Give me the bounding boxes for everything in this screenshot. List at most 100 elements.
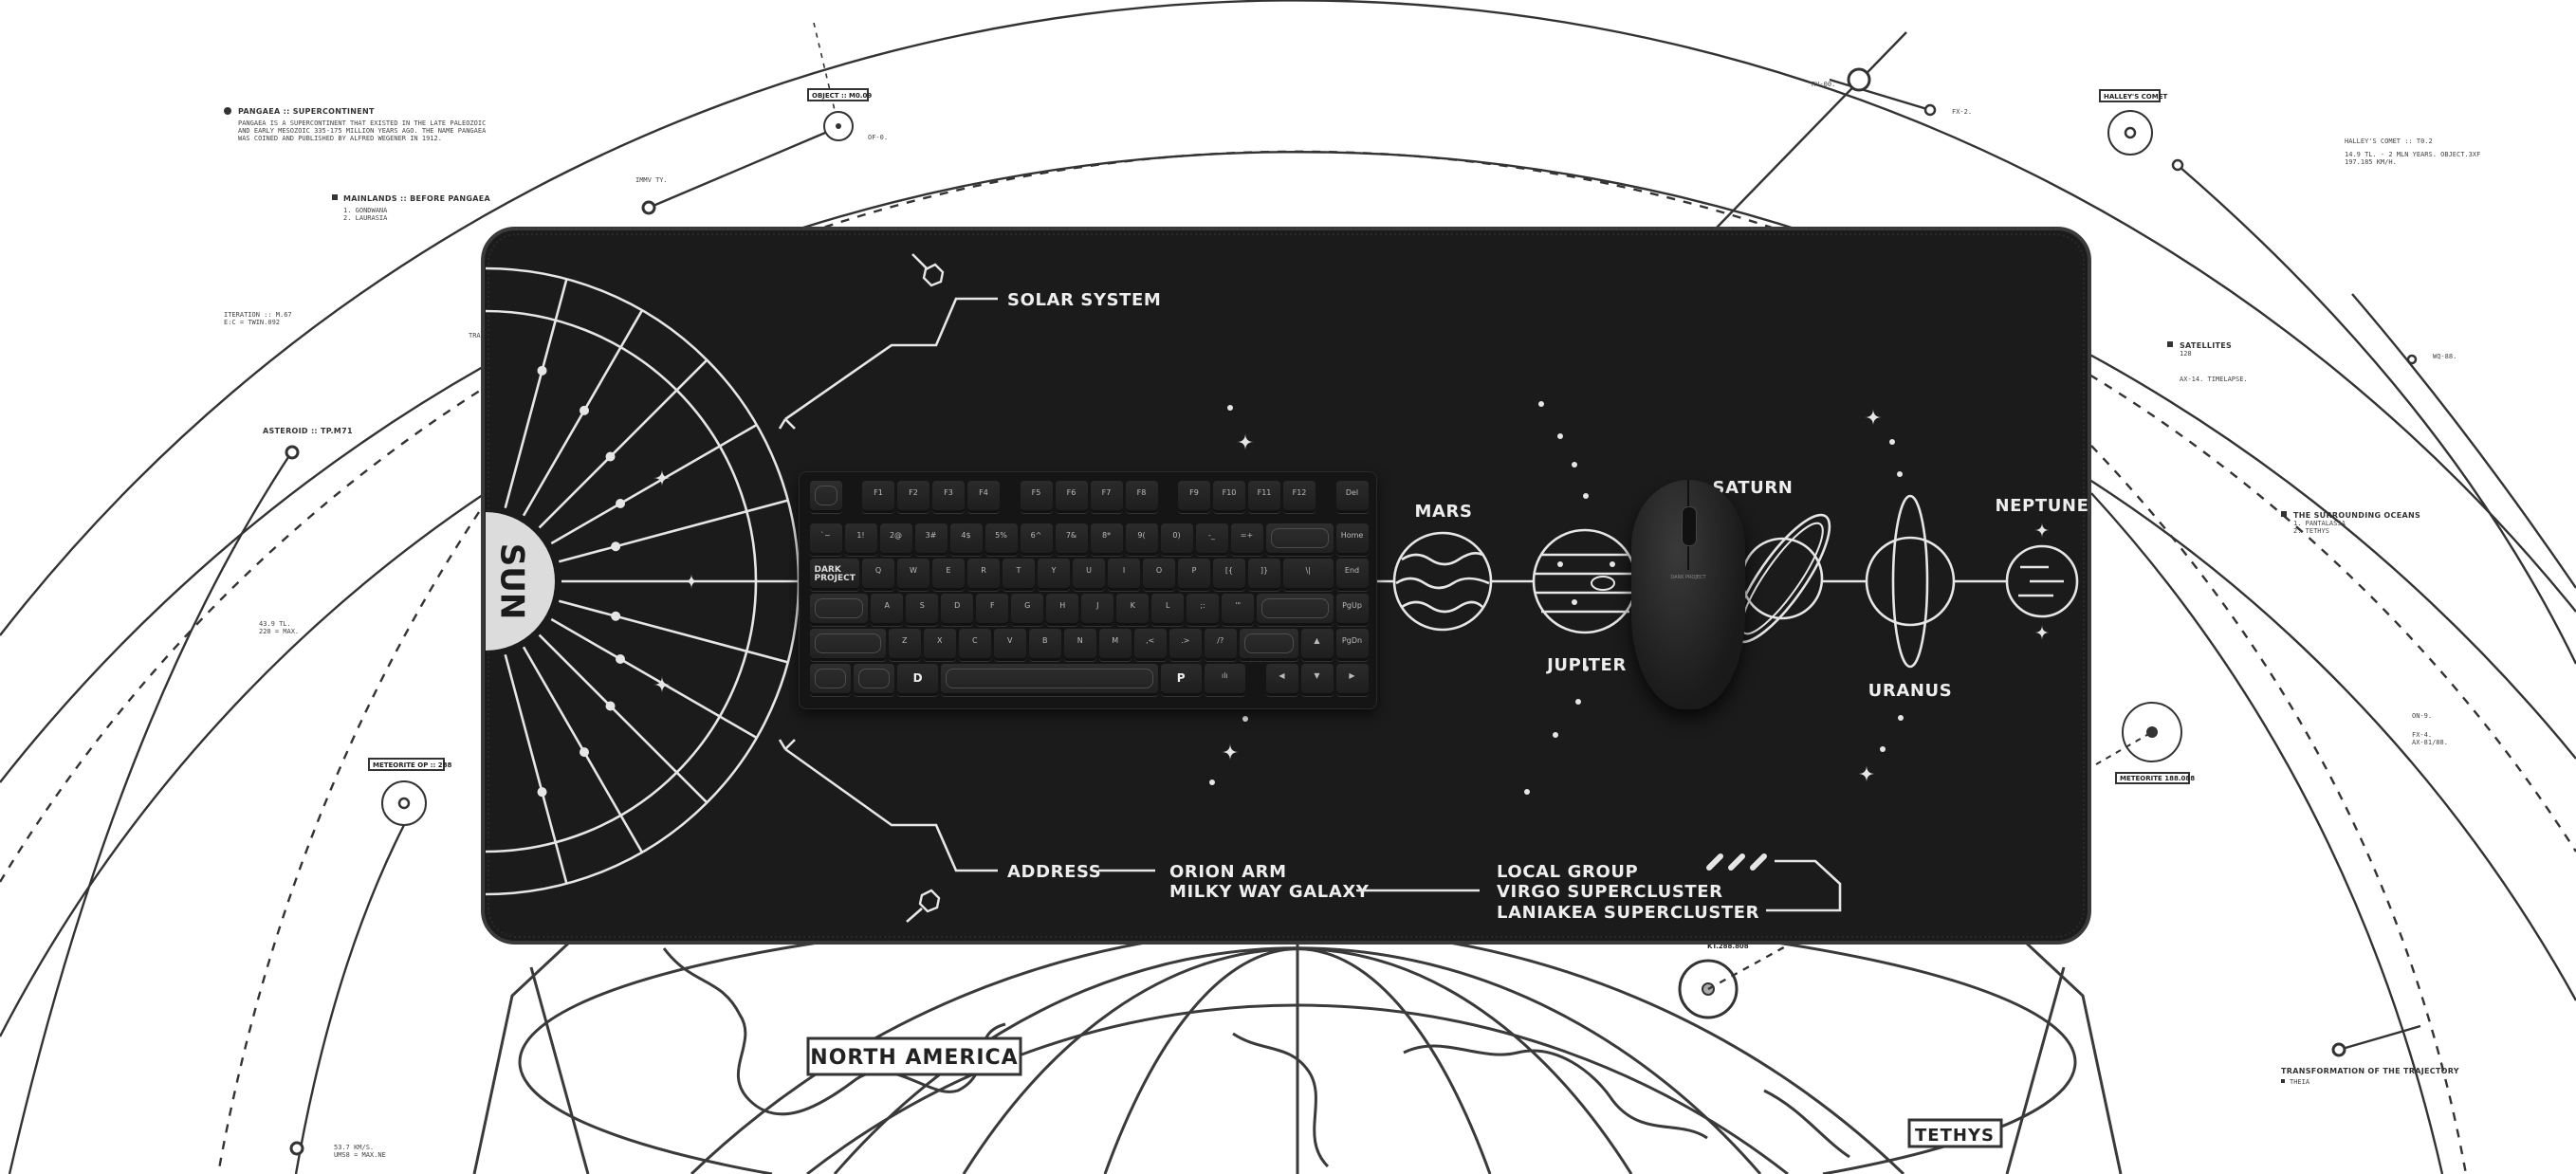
ray-dot	[580, 405, 589, 415]
sun-ray	[550, 423, 758, 545]
key-p[interactable]: P	[1160, 664, 1202, 696]
key-l[interactable]: L	[1151, 594, 1185, 626]
key-f2[interactable]: F2	[897, 481, 929, 513]
scroll-wheel[interactable]	[1682, 506, 1697, 546]
key-5[interactable]: 5%	[984, 523, 1018, 556]
key-darkproject[interactable]: DARK PROJECT	[809, 559, 859, 591]
iteration-label: ITERATION :: M.67	[224, 311, 292, 319]
key-j[interactable]: J	[1081, 594, 1114, 626]
key-f12[interactable]: F12	[1283, 481, 1316, 513]
key-3[interactable]: 3#	[914, 523, 948, 556]
key[interactable]: ]}	[1248, 559, 1280, 591]
key-pgup[interactable]: PgUp	[1335, 594, 1369, 626]
key-o[interactable]: O	[1143, 559, 1175, 591]
key[interactable]: ▶	[1335, 664, 1369, 696]
key-f[interactable]: F	[976, 594, 1009, 626]
key-f10[interactable]: F10	[1213, 481, 1245, 513]
key-l[interactable]: ılı	[1204, 664, 1245, 696]
key-home[interactable]: Home	[1335, 523, 1369, 556]
key[interactable]: =+	[1230, 523, 1263, 556]
key-end[interactable]: End	[1335, 559, 1369, 591]
kms-label: 53.7 KM/S.	[334, 1144, 374, 1151]
key-i[interactable]: I	[1108, 559, 1140, 591]
key[interactable]: .>	[1168, 629, 1202, 661]
key-f8[interactable]: F8	[1125, 481, 1158, 513]
key[interactable]: ;:	[1187, 594, 1220, 626]
key-6[interactable]: 6^	[1020, 523, 1053, 556]
key-n[interactable]: N	[1063, 629, 1096, 661]
key-t[interactable]: T	[1003, 559, 1035, 591]
key-d[interactable]: D	[941, 594, 974, 626]
meteorite-icon	[2122, 702, 2182, 762]
key-s[interactable]: S	[906, 594, 939, 626]
key[interactable]	[809, 629, 886, 661]
key-f1[interactable]: F1	[862, 481, 894, 513]
key-f3[interactable]: F3	[932, 481, 965, 513]
key[interactable]	[1257, 594, 1334, 626]
key-1[interactable]: 1!	[844, 523, 877, 556]
key-b[interactable]: B	[1028, 629, 1061, 661]
key-x[interactable]: X	[923, 629, 956, 661]
key-8[interactable]: 8*	[1090, 523, 1123, 556]
key[interactable]	[941, 664, 1158, 696]
key-e[interactable]: E	[932, 559, 965, 591]
key-r[interactable]: R	[967, 559, 1000, 591]
key[interactable]: [{	[1213, 559, 1245, 591]
pangaea-title: PANGAEA :: SUPERCONTINENT	[238, 107, 375, 116]
key[interactable]	[809, 594, 869, 626]
key-f7[interactable]: F7	[1090, 481, 1123, 513]
key-del[interactable]: Del	[1335, 481, 1369, 513]
key-f5[interactable]: F5	[1020, 481, 1053, 513]
key[interactable]: `~	[809, 523, 842, 556]
node-icon	[641, 200, 656, 215]
traj-label: TRAJ	[469, 332, 485, 339]
kt-object-icon	[1678, 959, 1739, 1019]
key-q[interactable]: Q	[862, 559, 894, 591]
key-y[interactable]: Y	[1038, 559, 1070, 591]
key-m[interactable]: M	[1098, 629, 1132, 661]
key[interactable]	[1265, 523, 1334, 556]
key[interactable]: ▲	[1300, 629, 1334, 661]
key-v[interactable]: V	[993, 629, 1026, 661]
key-f6[interactable]: F6	[1055, 481, 1088, 513]
key[interactable]: \|	[1283, 559, 1334, 591]
key-2[interactable]: 2@	[879, 523, 912, 556]
key-z[interactable]: Z	[888, 629, 921, 661]
key[interactable]	[1239, 629, 1298, 661]
key[interactable]: /?	[1204, 629, 1237, 661]
key-f4[interactable]: F4	[967, 481, 1000, 513]
key-f11[interactable]: F11	[1248, 481, 1280, 513]
key[interactable]	[853, 664, 894, 696]
mouse[interactable]: DARK PROJECT	[1631, 480, 1745, 709]
laniakea-label: LANIAKEA SUPERCLUSTER	[1497, 903, 1759, 923]
key-w[interactable]: W	[897, 559, 929, 591]
key-f9[interactable]: F9	[1178, 481, 1210, 513]
mars-label: MARS	[1414, 502, 1472, 522]
key-7[interactable]: 7&	[1055, 523, 1088, 556]
key-pgdn[interactable]: PgDn	[1335, 629, 1369, 661]
key-4[interactable]: 4$	[949, 523, 983, 556]
key-u[interactable]: U	[1073, 559, 1105, 591]
key[interactable]	[809, 664, 851, 696]
planet-neptune	[2005, 544, 2079, 618]
key[interactable]: ,<	[1133, 629, 1167, 661]
key[interactable]	[809, 481, 842, 513]
key-0[interactable]: 0)	[1160, 523, 1193, 556]
sun-label: SUN	[493, 543, 531, 620]
key-k[interactable]: K	[1116, 594, 1150, 626]
star-icon	[1858, 765, 1875, 782]
key[interactable]: ◀	[1265, 664, 1298, 696]
jupiter-label: JUPITER	[1545, 655, 1627, 675]
pangaea-note: PANGAEA :: SUPERCONTINENT PANGAEA IS A S…	[224, 107, 490, 222]
key[interactable]: ▼	[1300, 664, 1334, 696]
key-c[interactable]: C	[958, 629, 991, 661]
key-d[interactable]: D	[897, 664, 939, 696]
key-g[interactable]: G	[1011, 594, 1044, 626]
key[interactable]: '"	[1222, 594, 1255, 626]
ray-dot	[616, 654, 626, 664]
key-a[interactable]: A	[871, 594, 904, 626]
key-p[interactable]: P	[1178, 559, 1210, 591]
key-h[interactable]: H	[1046, 594, 1079, 626]
key[interactable]: -_	[1195, 523, 1228, 556]
key-9[interactable]: 9(	[1125, 523, 1158, 556]
